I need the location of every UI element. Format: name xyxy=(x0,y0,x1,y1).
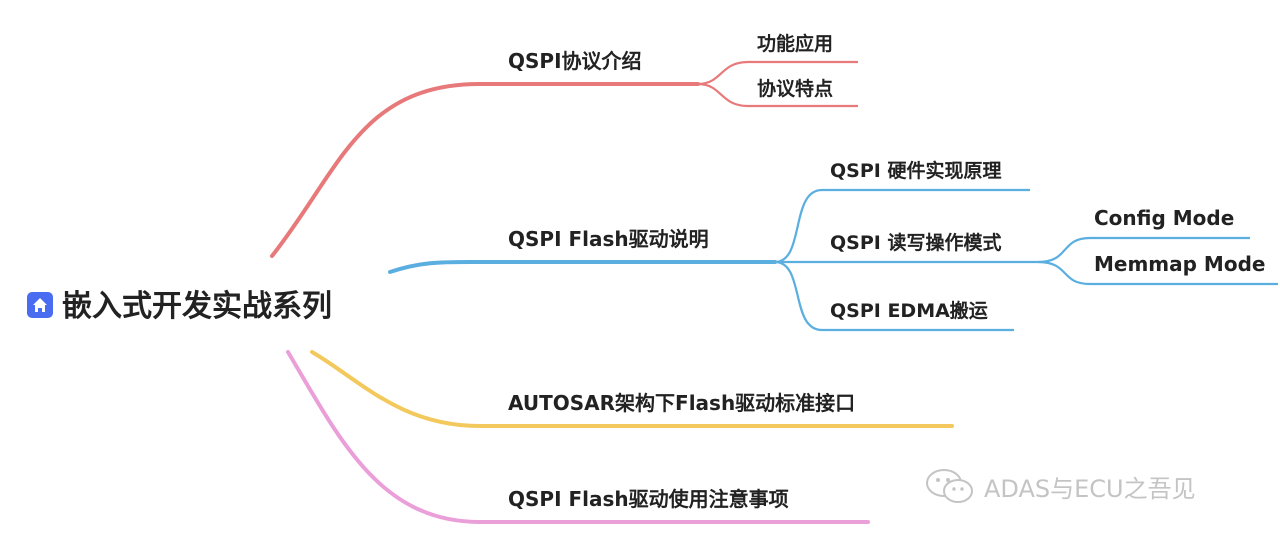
branch-autosar-label: AUTOSAR架构下Flash驱动标准接口 xyxy=(508,391,855,415)
connector-config-mode xyxy=(1037,236,1250,264)
connector-qspi-flash-driver xyxy=(388,260,777,274)
connector-hw-principle xyxy=(774,188,1030,264)
watermark: ADAS与ECU之吾见 xyxy=(924,468,1196,504)
leaf-config-mode-label: Config Mode xyxy=(1094,206,1234,230)
connector-edma xyxy=(774,260,1014,332)
watermark-text: ADAS与ECU之吾见 xyxy=(984,474,1196,503)
connector-memmap-mode xyxy=(1037,260,1278,286)
wechat-icon xyxy=(926,469,973,503)
branch-qspi-protocol-label: QSPI协议介绍 xyxy=(508,49,642,73)
leaf-memmap-mode-label: Memmap Mode xyxy=(1094,252,1265,276)
branch-qspi-flash-driver-label: QSPI Flash驱动说明 xyxy=(508,227,709,251)
leaf-edma-label: QSPI EDMA搬运 xyxy=(830,299,988,322)
connector-autosar xyxy=(310,350,954,428)
root-node-bubble xyxy=(0,259,400,351)
connector-qspi-protocol xyxy=(270,82,700,258)
connector-usage-notes xyxy=(286,350,870,524)
node-rw-mode-label: QSPI 读写操作模式 xyxy=(830,231,1001,254)
root-label: 嵌入式开发实战系列 xyxy=(62,289,332,324)
connector-function-app xyxy=(697,60,858,86)
connector-protocol-features xyxy=(697,82,858,108)
branch-usage-notes-label: QSPI Flash驱动使用注意事项 xyxy=(508,487,789,511)
leaf-hw-principle-label: QSPI 硬件实现原理 xyxy=(830,159,1001,182)
home-icon xyxy=(27,292,53,318)
leaf-protocol-features-label: 协议特点 xyxy=(757,77,833,100)
leaf-function-app-label: 功能应用 xyxy=(757,32,833,55)
